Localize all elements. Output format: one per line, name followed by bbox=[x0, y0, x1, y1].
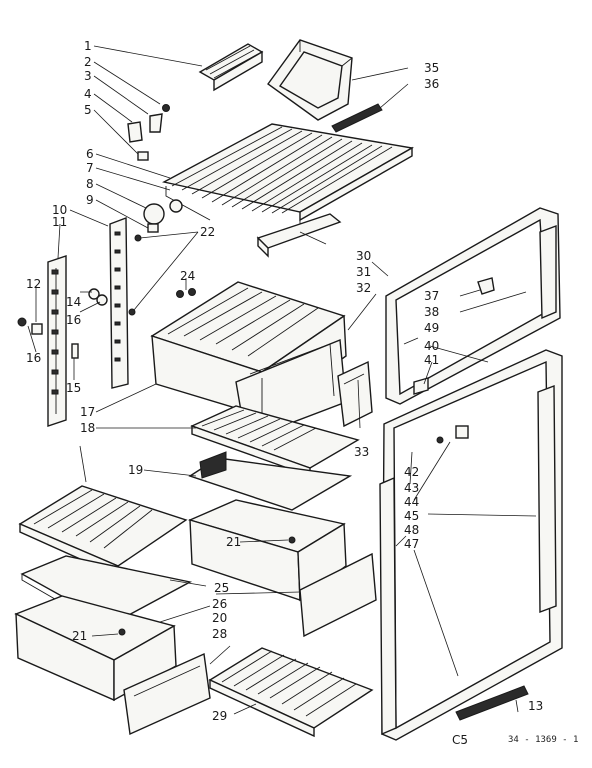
label-6: 6 bbox=[86, 147, 94, 161]
label-19: 19 bbox=[128, 463, 143, 477]
label-13: 13 bbox=[528, 699, 543, 713]
label-48: 48 bbox=[404, 523, 419, 537]
part-32-bracket bbox=[337, 360, 373, 428]
label-9: 9 bbox=[86, 193, 94, 207]
label-38: 38 bbox=[424, 305, 439, 319]
label-44: 44 bbox=[404, 495, 419, 509]
label-21a: 21 bbox=[226, 535, 241, 549]
label-5: 5 bbox=[84, 103, 92, 117]
label-47: 47 bbox=[404, 537, 419, 551]
small-parts-12-16 bbox=[17, 288, 108, 359]
label-8: 8 bbox=[86, 177, 94, 191]
part-22-screws bbox=[128, 234, 142, 316]
label-40: 40 bbox=[424, 339, 439, 353]
small-parts-2-5 bbox=[127, 104, 170, 161]
part-28-handle bbox=[123, 652, 211, 736]
label-17: 17 bbox=[80, 405, 95, 419]
label-45: 45 bbox=[404, 509, 419, 523]
part-30-cover bbox=[256, 213, 342, 258]
label-28: 28 bbox=[212, 627, 227, 641]
freezer-door-gasket bbox=[385, 207, 561, 405]
part-13-strip bbox=[455, 685, 529, 721]
label-31: 31 bbox=[356, 265, 371, 279]
part-35-ice-bin bbox=[267, 39, 353, 121]
label-16a: 16 bbox=[66, 313, 81, 327]
callout-labels: 1 2 3 4 5 6 7 8 9 10 11 12 13 14 15 16 1… bbox=[26, 39, 578, 747]
label-21b: 21 bbox=[72, 629, 87, 643]
label-11: 11 bbox=[52, 215, 67, 229]
drawing-number: 34 - 1369 - 1 bbox=[508, 735, 578, 745]
label-36: 36 bbox=[424, 77, 439, 91]
label-16b: 16 bbox=[26, 351, 41, 365]
label-7: 7 bbox=[86, 161, 94, 175]
left-crisper-drawer bbox=[14, 595, 177, 702]
label-49: 49 bbox=[424, 321, 439, 335]
label-2: 2 bbox=[84, 55, 92, 69]
part-10-ladder bbox=[109, 216, 129, 389]
label-41: 41 bbox=[424, 353, 439, 367]
label-25: 25 bbox=[214, 581, 229, 595]
label-14: 14 bbox=[66, 295, 81, 309]
part-6-freezer-shelf bbox=[162, 123, 415, 230]
label-42: 42 bbox=[404, 465, 419, 479]
label-22: 22 bbox=[200, 225, 215, 239]
label-18: 18 bbox=[80, 421, 95, 435]
label-43: 43 bbox=[404, 481, 419, 495]
label-37: 37 bbox=[424, 289, 439, 303]
part-8-light bbox=[143, 199, 183, 233]
label-4: 4 bbox=[84, 87, 92, 101]
left-crisper-cover bbox=[18, 485, 188, 578]
label-29: 29 bbox=[212, 709, 227, 723]
label-32: 32 bbox=[356, 281, 371, 295]
part-19-frame bbox=[188, 451, 353, 511]
part-24-screws bbox=[176, 288, 196, 298]
label-26: 26 bbox=[212, 597, 227, 611]
part-11-ladder bbox=[47, 255, 67, 427]
door-hardware bbox=[413, 277, 495, 444]
leader-lines bbox=[27, 45, 537, 715]
label-24: 24 bbox=[180, 269, 195, 283]
label-12: 12 bbox=[26, 277, 41, 291]
label-10: 10 bbox=[52, 203, 67, 217]
label-30: 30 bbox=[356, 249, 371, 263]
part-1-bracket bbox=[198, 43, 264, 92]
label-15: 15 bbox=[66, 381, 81, 395]
drawing-code: C5 bbox=[452, 733, 468, 747]
label-35: 35 bbox=[424, 61, 439, 75]
label-1: 1 bbox=[84, 39, 92, 53]
label-3: 3 bbox=[84, 69, 92, 83]
part-17-drawer bbox=[150, 281, 347, 441]
part-20-crisper-right bbox=[187, 499, 377, 638]
part-29-wire-shelf bbox=[208, 647, 374, 738]
label-20: 20 bbox=[212, 611, 227, 625]
label-33: 33 bbox=[354, 445, 369, 459]
fresh-food-door-gasket bbox=[379, 349, 563, 741]
part-36-strip bbox=[331, 103, 383, 133]
